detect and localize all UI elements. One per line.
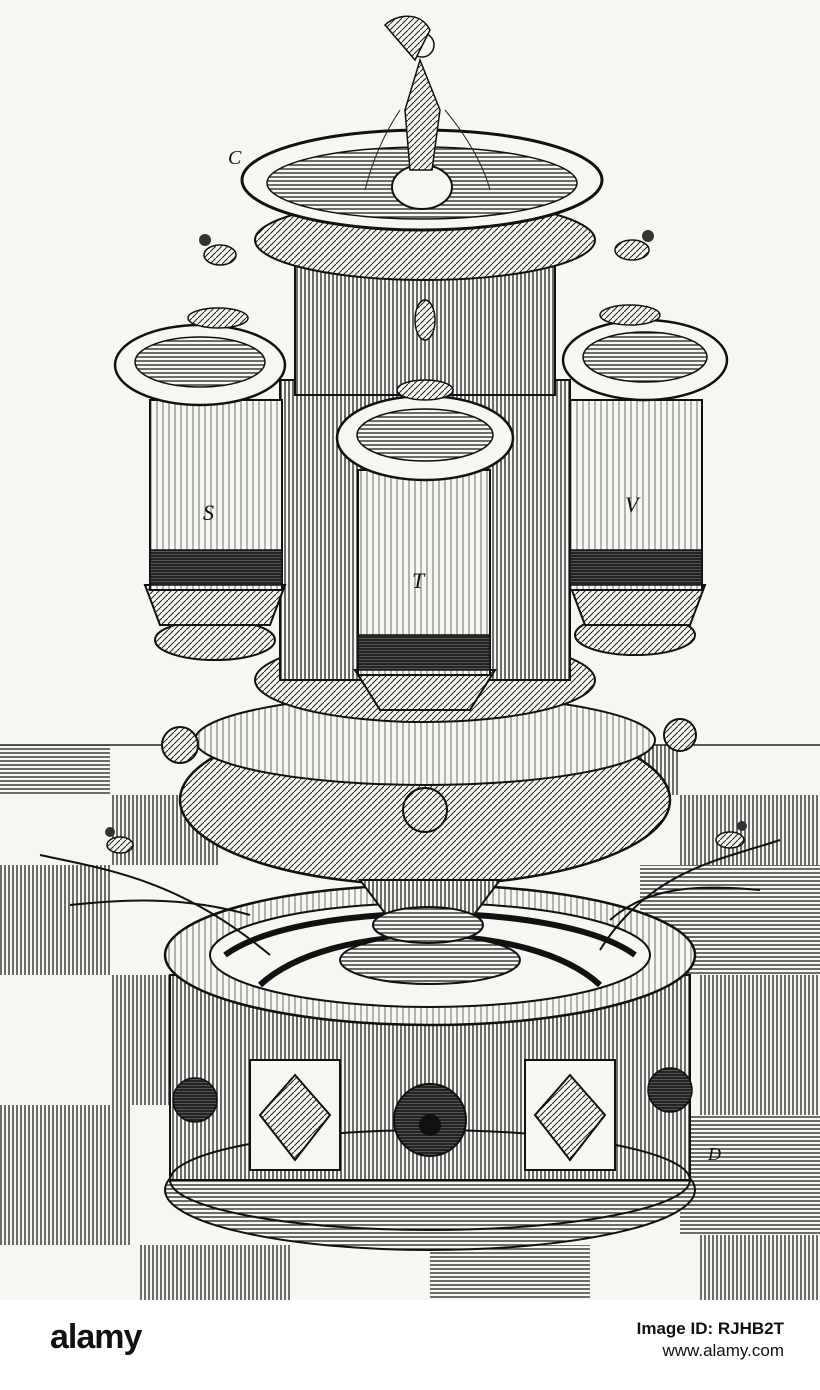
engraving-illustration: S V [0,0,820,1300]
fountain-engraving: S V [0,15,820,1300]
column-s: S [113,234,287,661]
base-pedestal [163,883,697,1251]
perched-bird-right [715,821,747,849]
image-code: Image ID: RJHB2T [636,1319,784,1338]
label-s: S [203,500,214,525]
image-meta: Image ID: RJHB2T www.alamy.com [637,1318,784,1362]
site-url: www.alamy.com [662,1341,784,1360]
middle-basin [161,694,697,944]
label-v: V [625,492,641,517]
perched-bird-left [105,827,134,854]
label-c: C [228,147,242,169]
column-v: V [561,230,729,656]
branches [39,839,781,956]
label-d: D [707,1144,721,1164]
watermark-footer [0,1300,820,1390]
column-t: T [335,299,515,711]
label-t: T [412,568,426,593]
top-basin [240,15,604,232]
alamy-logo: alamy [50,1318,142,1356]
